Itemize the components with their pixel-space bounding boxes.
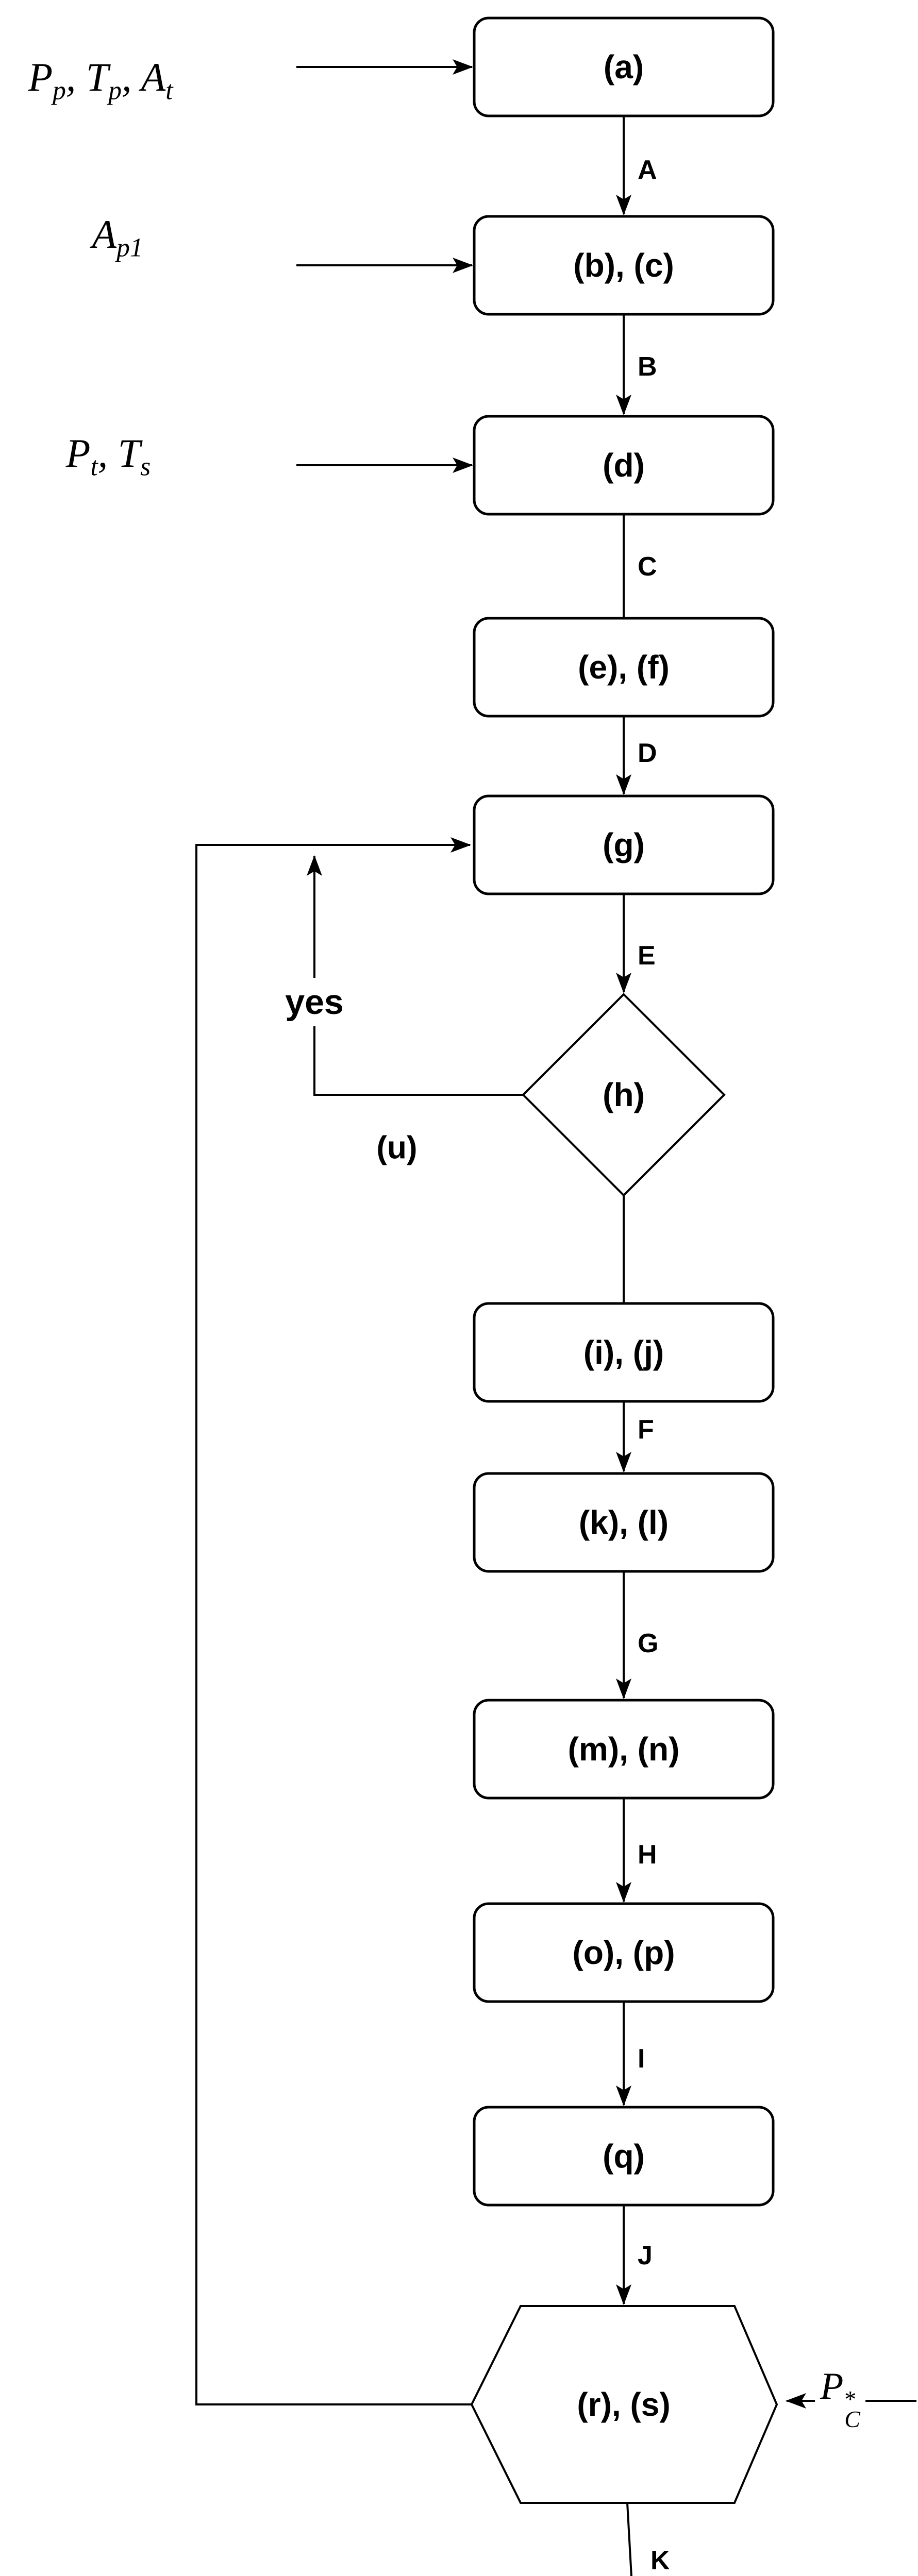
node-h-decision: (h) — [522, 993, 726, 1197]
node-g-label: (g) — [603, 826, 645, 863]
edge-label-I: I — [638, 2044, 645, 2074]
edge-label-C: C — [638, 552, 657, 582]
node-r-s-hexagon: (r), (s) — [470, 2305, 778, 2504]
ptts-comma: , — [97, 431, 118, 476]
node-d-label: (d) — [603, 447, 645, 484]
pc-supsub: *C — [844, 2386, 860, 2433]
edge-label-F: F — [638, 1415, 654, 1445]
ppta-sub-2: p — [108, 76, 122, 106]
node-i-j-label: (i), (j) — [583, 1334, 664, 1371]
ppta-sub-3: t — [165, 76, 173, 106]
node-h-label: (h) — [603, 1076, 645, 1113]
node-b-c: (b), (c) — [473, 215, 775, 316]
node-m-n-shape — [473, 1699, 775, 1800]
ptts-base-2: T — [118, 431, 141, 476]
edge-label-H: H — [638, 1840, 657, 1870]
edge-label-J: J — [638, 2241, 653, 2270]
feedback-loop-rs-to-g — [195, 837, 472, 2405]
node-k-l: (k), (l) — [473, 1472, 775, 1573]
pc-sup: * — [844, 2386, 857, 2413]
node-q: (q) — [473, 2106, 775, 2207]
node-b-c-label: (b), (c) — [573, 247, 674, 284]
ppta-sub-1: p — [53, 76, 66, 106]
node-m-n: (m), (n) — [473, 1699, 775, 1800]
edge-label-G: G — [638, 1629, 658, 1658]
node-o-p-shape — [473, 1902, 775, 2003]
node-q-shape — [473, 2106, 775, 2207]
edge-label-K: K — [650, 2546, 670, 2575]
input-label-ap1: Ap1 — [92, 212, 143, 261]
node-a: (a) — [473, 16, 775, 117]
ppta-comma-2: , — [121, 55, 141, 99]
node-o-p-label: (o), (p) — [573, 1934, 675, 1971]
node-o-p: (o), (p) — [473, 1902, 775, 2003]
edge-label-D: D — [638, 738, 657, 768]
ptts-base-1: P — [65, 431, 91, 476]
ppta-base-2: T — [86, 55, 109, 99]
node-i-j-shape — [473, 1302, 775, 1403]
ptts-sub-1: t — [90, 452, 98, 482]
ppta-base-3: A — [141, 55, 166, 99]
node-h-shape — [522, 993, 726, 1197]
node-i-j: (i), (j) — [473, 1302, 775, 1403]
ppta-comma-1: , — [65, 55, 86, 99]
node-q-label: (q) — [603, 2138, 645, 2175]
pc-sub: C — [844, 2406, 860, 2433]
edge-K — [626, 2502, 632, 2576]
edge-label-E: E — [638, 941, 656, 971]
ppta-base-1: P — [28, 55, 53, 99]
node-d: (d) — [473, 415, 775, 516]
input-label-ppta: Pp, Tp, At — [28, 55, 173, 104]
node-d-shape — [473, 415, 775, 516]
ptts-sub-2: s — [140, 452, 151, 482]
input-label-ptts: Pt, Ts — [65, 431, 151, 480]
node-m-n-label: (m), (n) — [568, 1731, 680, 1768]
branch-label-u: (u) — [376, 1130, 417, 1166]
branch-label-yes: yes — [285, 982, 343, 1022]
node-a-shape — [473, 16, 775, 117]
node-r-s-label: (r), (s) — [577, 2386, 670, 2423]
node-e-f: (e), (f) — [473, 617, 775, 718]
branch-yes-line — [307, 855, 523, 1096]
node-g-shape — [473, 794, 775, 895]
yes-label-bg — [276, 978, 353, 1026]
node-e-f-shape — [473, 617, 775, 718]
node-g: (g) — [473, 794, 775, 895]
node-k-l-shape — [473, 1472, 775, 1573]
edge-label-A: A — [638, 155, 657, 185]
node-e-f-label: (e), (f) — [578, 649, 670, 686]
node-r-s-shape — [470, 2305, 778, 2504]
input-label-pc: P*C — [815, 2365, 865, 2433]
ap1-sub: p1 — [116, 233, 143, 263]
node-a-label: (a) — [604, 48, 644, 86]
edge-label-B: B — [638, 352, 657, 382]
ap1-base: A — [92, 212, 117, 257]
node-b-c-shape — [473, 215, 775, 316]
node-k-l-label: (k), (l) — [579, 1504, 669, 1541]
pc-base: P — [820, 2365, 844, 2408]
